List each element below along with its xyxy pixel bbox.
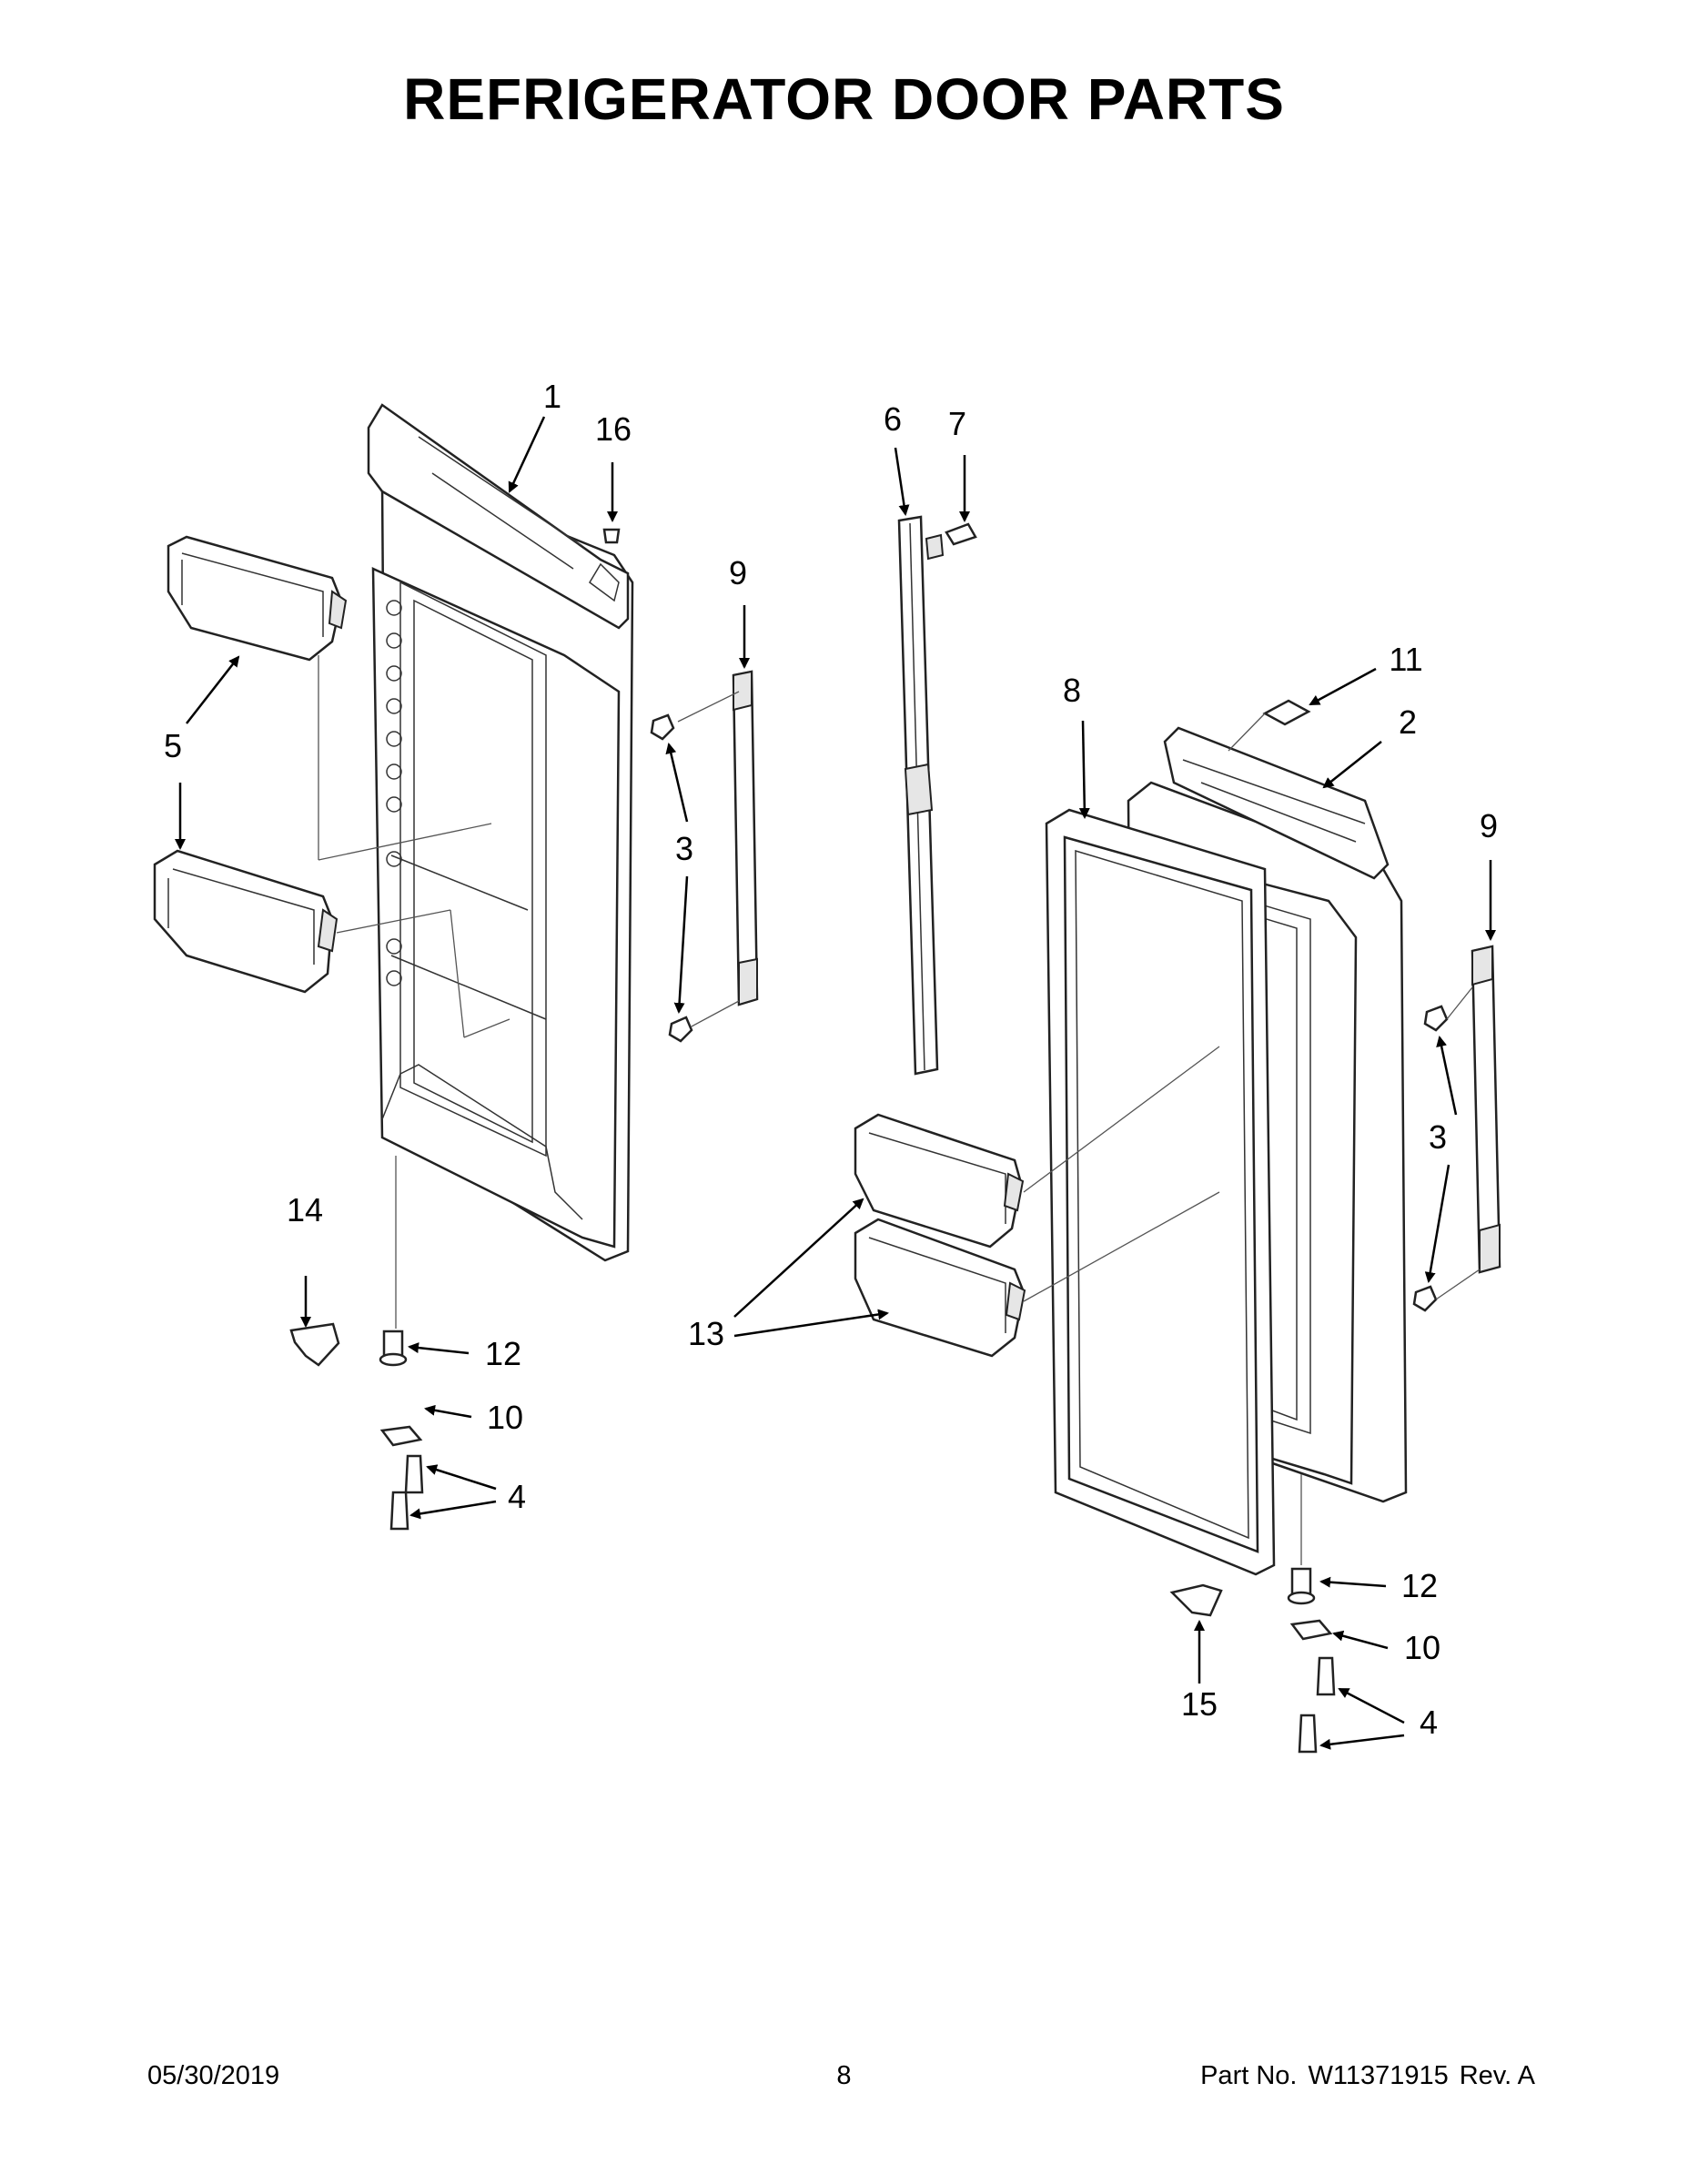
footer-part-label: Part No.	[1200, 2061, 1298, 2090]
screw-4-left-lower	[389, 1491, 409, 1531]
page-title: REFRIGERATOR DOOR PARTS	[403, 66, 1285, 132]
footer-revision: Rev. A	[1459, 2061, 1535, 2090]
callout-15: 15	[1181, 1685, 1218, 1723]
door-bin-upper	[167, 535, 348, 662]
footer-part-info: Part No. W11371915 Rev. A	[1189, 2061, 1535, 2091]
callout-9-right: 9	[1480, 807, 1498, 844]
callout-11: 11	[1389, 641, 1422, 678]
door-bin-13-lower	[854, 1218, 1026, 1358]
callout-3-right: 3	[1429, 1118, 1447, 1156]
hinge-pin-12-right	[1287, 1567, 1316, 1605]
callout-4-right: 4	[1420, 1704, 1438, 1741]
callout-7: 7	[948, 405, 966, 442]
hinge-washer-10-left	[379, 1425, 423, 1447]
door-gasket	[1045, 808, 1276, 1576]
screw-16	[602, 528, 621, 544]
callout-14: 14	[287, 1191, 323, 1228]
hinge-pin-12-left	[379, 1330, 408, 1367]
left-door	[367, 403, 634, 1262]
callout-12-left: 12	[485, 1335, 521, 1372]
footer-part-number: W11371915	[1308, 2061, 1449, 2090]
door-bin-lower	[153, 849, 339, 994]
screw-4-right-lower	[1298, 1714, 1318, 1754]
leader-arrows	[175, 416, 1496, 1750]
callout-13: 13	[688, 1315, 724, 1352]
center-mullion	[897, 515, 945, 1076]
footer-page-number: 8	[836, 2061, 852, 2090]
callout-16: 16	[595, 410, 632, 448]
pin-3-left-top	[650, 713, 675, 741]
callout-2: 2	[1399, 703, 1417, 741]
assembly-guide-lines	[318, 655, 1481, 1565]
footer-date: 05/30/2019	[147, 2061, 280, 2090]
callout-10-left: 10	[487, 1399, 523, 1436]
cam-14	[289, 1322, 340, 1367]
callout-labels: 1 16 5 9 3 6 7 8 11 2 9 3 13 14 12 10 4 …	[164, 378, 1498, 1741]
pin-3-left-bottom	[668, 1016, 693, 1043]
callout-1: 1	[543, 378, 561, 415]
callout-4-left: 4	[508, 1478, 526, 1515]
door-trim-left	[732, 670, 759, 1006]
callout-6: 6	[884, 400, 902, 438]
screw-4-left-upper	[404, 1454, 424, 1494]
pin-3-right-bottom	[1412, 1285, 1438, 1312]
gasket-11	[1262, 699, 1311, 726]
callout-10-right: 10	[1404, 1629, 1440, 1666]
callout-8: 8	[1063, 672, 1081, 709]
callout-5: 5	[164, 727, 182, 764]
callout-9-left: 9	[729, 554, 747, 592]
screw-4-right-upper	[1316, 1656, 1336, 1696]
pin-3-right-top	[1423, 1005, 1449, 1032]
screw-7	[945, 522, 977, 546]
hinge-washer-10-right	[1289, 1619, 1333, 1641]
callout-12-right: 12	[1401, 1567, 1438, 1604]
callout-3-left: 3	[675, 830, 693, 867]
door-trim-right	[1471, 945, 1501, 1274]
cam-15	[1169, 1583, 1223, 1617]
door-bin-13-upper	[854, 1113, 1025, 1249]
